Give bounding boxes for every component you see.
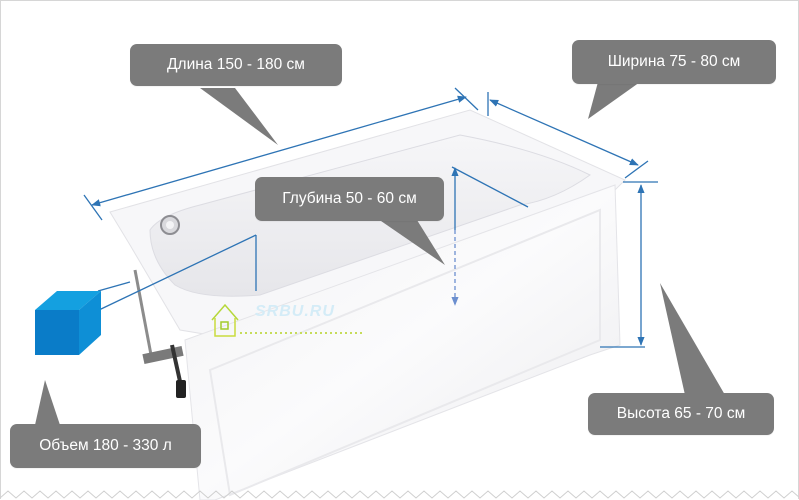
house-icon — [211, 303, 362, 337]
volume-label: Объем 180 - 330 л — [10, 424, 201, 468]
width-pointer — [588, 82, 640, 119]
watermark-text: SRBU.RU — [255, 303, 335, 320]
width-dimension-line — [489, 99, 639, 166]
depth-pointer — [368, 212, 445, 265]
bathtub-front-panel — [184, 184, 621, 500]
length-pointer — [200, 88, 278, 145]
volume-connector-line — [97, 281, 131, 292]
height-label: Высота 65 - 70 см — [588, 393, 774, 435]
bathtub-legs — [133, 269, 186, 398]
dimension-lines — [77, 87, 658, 348]
length-dimension-line — [91, 95, 467, 207]
volume-pointer — [35, 380, 60, 425]
depth-label: Глубина 50 - 60 см — [255, 177, 444, 221]
cube-icon — [35, 291, 101, 355]
length-label: Длина 150 - 180 см — [130, 44, 342, 86]
width-label: Ширина 75 - 80 см — [572, 40, 776, 84]
height-pointer — [660, 283, 725, 395]
overflow-drain — [160, 215, 180, 235]
zigzag-border — [0, 490, 799, 499]
